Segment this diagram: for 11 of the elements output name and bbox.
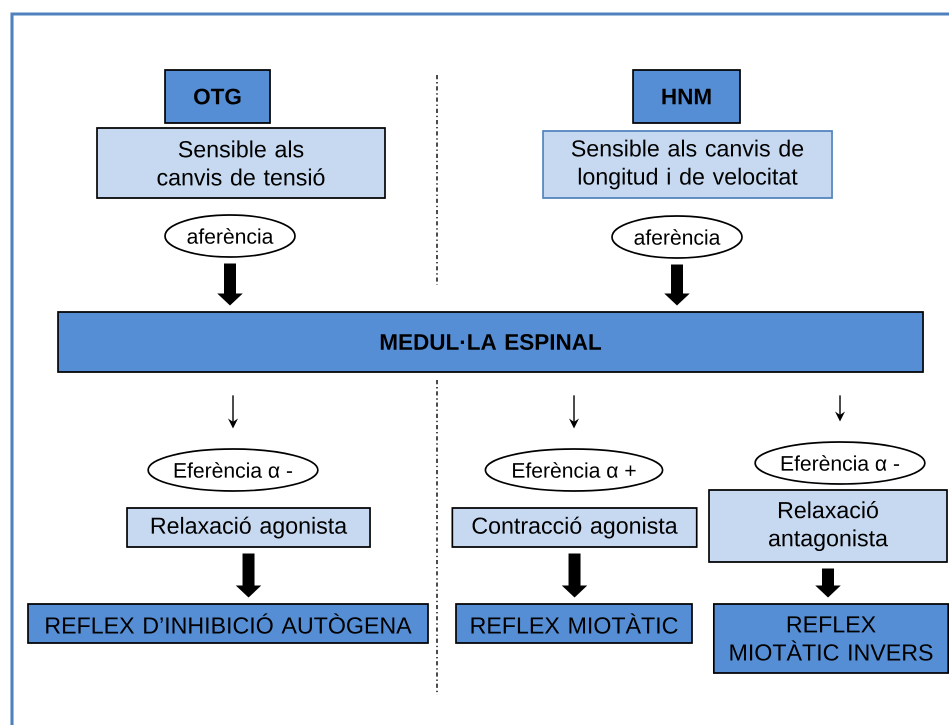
spinal-cord-box: MEDUL·LA ESPINAL — [57, 311, 924, 373]
process-box: Relaxació agonista — [126, 507, 371, 548]
title-box: HNM — [632, 69, 741, 124]
process-box: Contracció agonista — [452, 507, 698, 548]
result-box: REFLEX MIOTÀTIC INVERS — [712, 603, 949, 674]
process-box: Sensible als canvis de longitud i de velocitat — [542, 130, 833, 199]
result-box: REFLEX MIOTÀTIC — [455, 603, 693, 644]
result-box: REFLEX D’INHIBICIÓ AUTÒGENA — [27, 603, 429, 644]
process-box: Relaxació antagonista — [708, 489, 948, 563]
title-box: OTG — [164, 69, 271, 124]
process-box: Sensible als canvis de tensió — [96, 127, 386, 199]
